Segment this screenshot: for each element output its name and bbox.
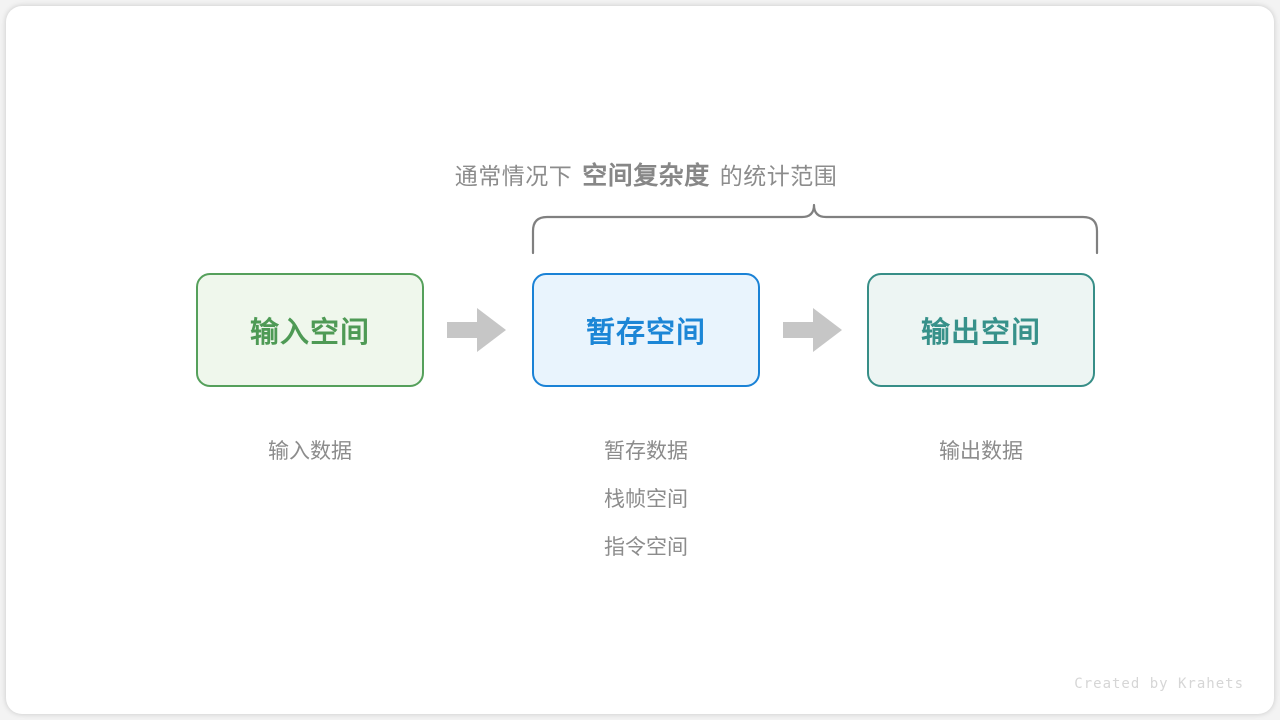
caption-item: 指令空间 bbox=[604, 536, 688, 559]
caption-item: 栈帧空间 bbox=[604, 488, 688, 511]
watermark: Created by Krahets bbox=[1074, 676, 1244, 692]
caption-suffix: 的统计范围 bbox=[719, 163, 838, 189]
arrow-temp-to-output-icon bbox=[783, 308, 842, 352]
arrow-input-to-temp-icon bbox=[447, 308, 506, 352]
curly-brace bbox=[531, 203, 1099, 255]
caption-temp-group: 暂存数据 栈帧空间 指令空间 bbox=[532, 428, 760, 572]
box-temp-label: 暂存空间 bbox=[585, 317, 706, 349]
box-output-space[interactable]: 输出空间 bbox=[867, 273, 1095, 387]
caption-output-group: 输出数据 bbox=[867, 428, 1095, 476]
caption-item: 输入数据 bbox=[268, 440, 352, 463]
brace-caption: 通常情况下空间复杂度的统计范围 bbox=[6, 156, 1280, 192]
caption-input-group: 输入数据 bbox=[196, 428, 424, 476]
caption-emphasis: 空间复杂度 bbox=[582, 162, 710, 190]
white-card: 通常情况下空间复杂度的统计范围 输入空间 暂存空间 输出空间 输入数据 暂存数据 bbox=[6, 6, 1274, 714]
box-input-space[interactable]: 输入空间 bbox=[196, 273, 424, 387]
box-input-label: 输入空间 bbox=[249, 317, 370, 349]
caption-prefix: 通常情况下 bbox=[454, 163, 573, 189]
box-output-label: 输出空间 bbox=[920, 317, 1041, 349]
caption-item: 暂存数据 bbox=[604, 440, 688, 463]
box-temp-space[interactable]: 暂存空间 bbox=[532, 273, 760, 387]
caption-item: 输出数据 bbox=[939, 440, 1023, 463]
